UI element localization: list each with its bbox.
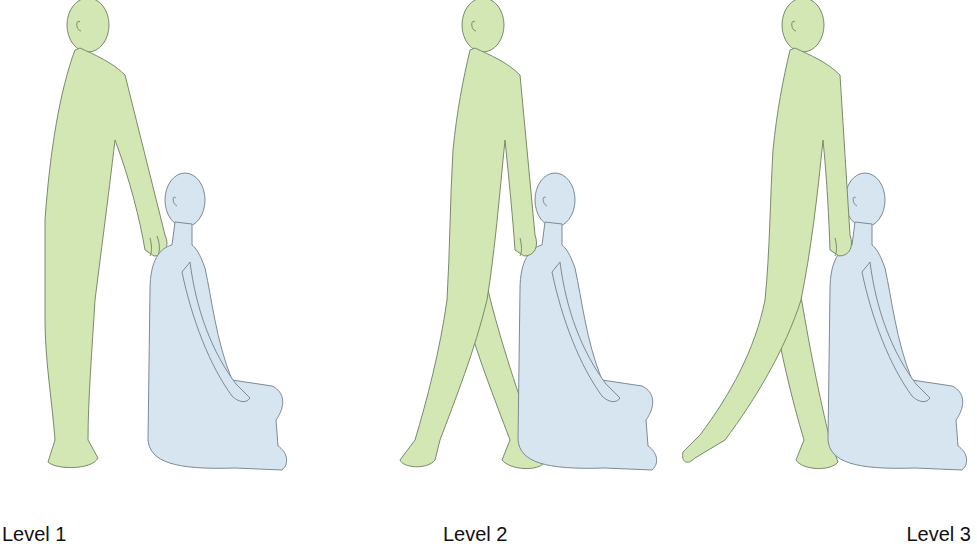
level-label: Level 1: [2, 522, 67, 546]
level-2-scene: [400, 0, 657, 470]
level-label: Level 2: [443, 522, 508, 546]
level-1-scene: [45, 0, 287, 470]
level-label: Level 3: [907, 522, 972, 546]
seated-person: [148, 173, 287, 470]
seated-person: [518, 173, 657, 470]
level-3-scene: [683, 0, 967, 470]
